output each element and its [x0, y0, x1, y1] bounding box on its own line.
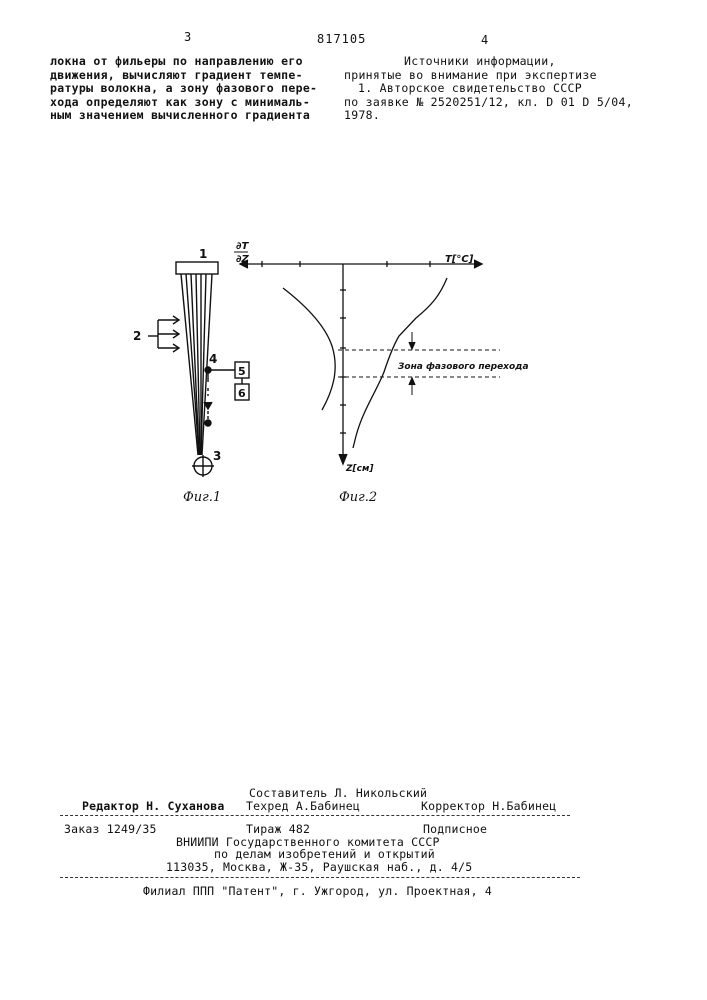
corrector: Корректор Н.Бабинец: [421, 799, 556, 813]
compiler: Составитель Л. Никольский: [249, 786, 427, 800]
figures-drawing: 1 2 3 4 5 6: [0, 0, 707, 560]
label-detector: 4: [209, 352, 217, 366]
gradient-axis-denominator: ∂Z: [236, 254, 249, 265]
figure1-labels: 1 2 3 4 5 6: [133, 247, 246, 463]
label-spinneret: 1: [199, 247, 207, 261]
phase-zone-label: Зона фазового перехода: [398, 362, 529, 372]
gradient-axis-numerator: ∂T: [236, 241, 249, 252]
editor: Редактор Н. Суханова: [82, 799, 224, 813]
subscription: Подписное: [423, 822, 487, 836]
gradient-curve: [283, 288, 335, 410]
figure1-caption: Фиг.1: [183, 490, 221, 505]
org-line2: по делам изобретений и открытий: [214, 847, 435, 861]
label-block6: 6: [238, 387, 246, 400]
divider: [60, 877, 580, 878]
z-axis-label: Z[см]: [345, 464, 374, 474]
figure2-caption: Фиг.2: [339, 490, 377, 505]
temperature-axis-label: T[°C]: [445, 254, 474, 265]
label-sensors: 2: [133, 329, 141, 343]
branch: Филиал ППП "Патент", г. Ужгород, ул. Про…: [143, 884, 492, 898]
divider: [60, 815, 570, 816]
figure1-schematic: [148, 262, 249, 477]
figure2-labels: ∂T ∂Z T[°C] Z[см] Зона фазового перехода: [234, 241, 529, 474]
circulation: Тираж 482: [246, 822, 310, 836]
label-block5: 5: [238, 365, 246, 378]
order: Заказ 1249/35: [64, 822, 157, 836]
spinneret-block: [176, 262, 218, 274]
address: 113035, Москва, Ж-35, Раушская наб., д. …: [166, 860, 472, 874]
label-bobbin: 3: [213, 449, 221, 463]
techred: Техред А.Бабинец: [246, 799, 360, 813]
